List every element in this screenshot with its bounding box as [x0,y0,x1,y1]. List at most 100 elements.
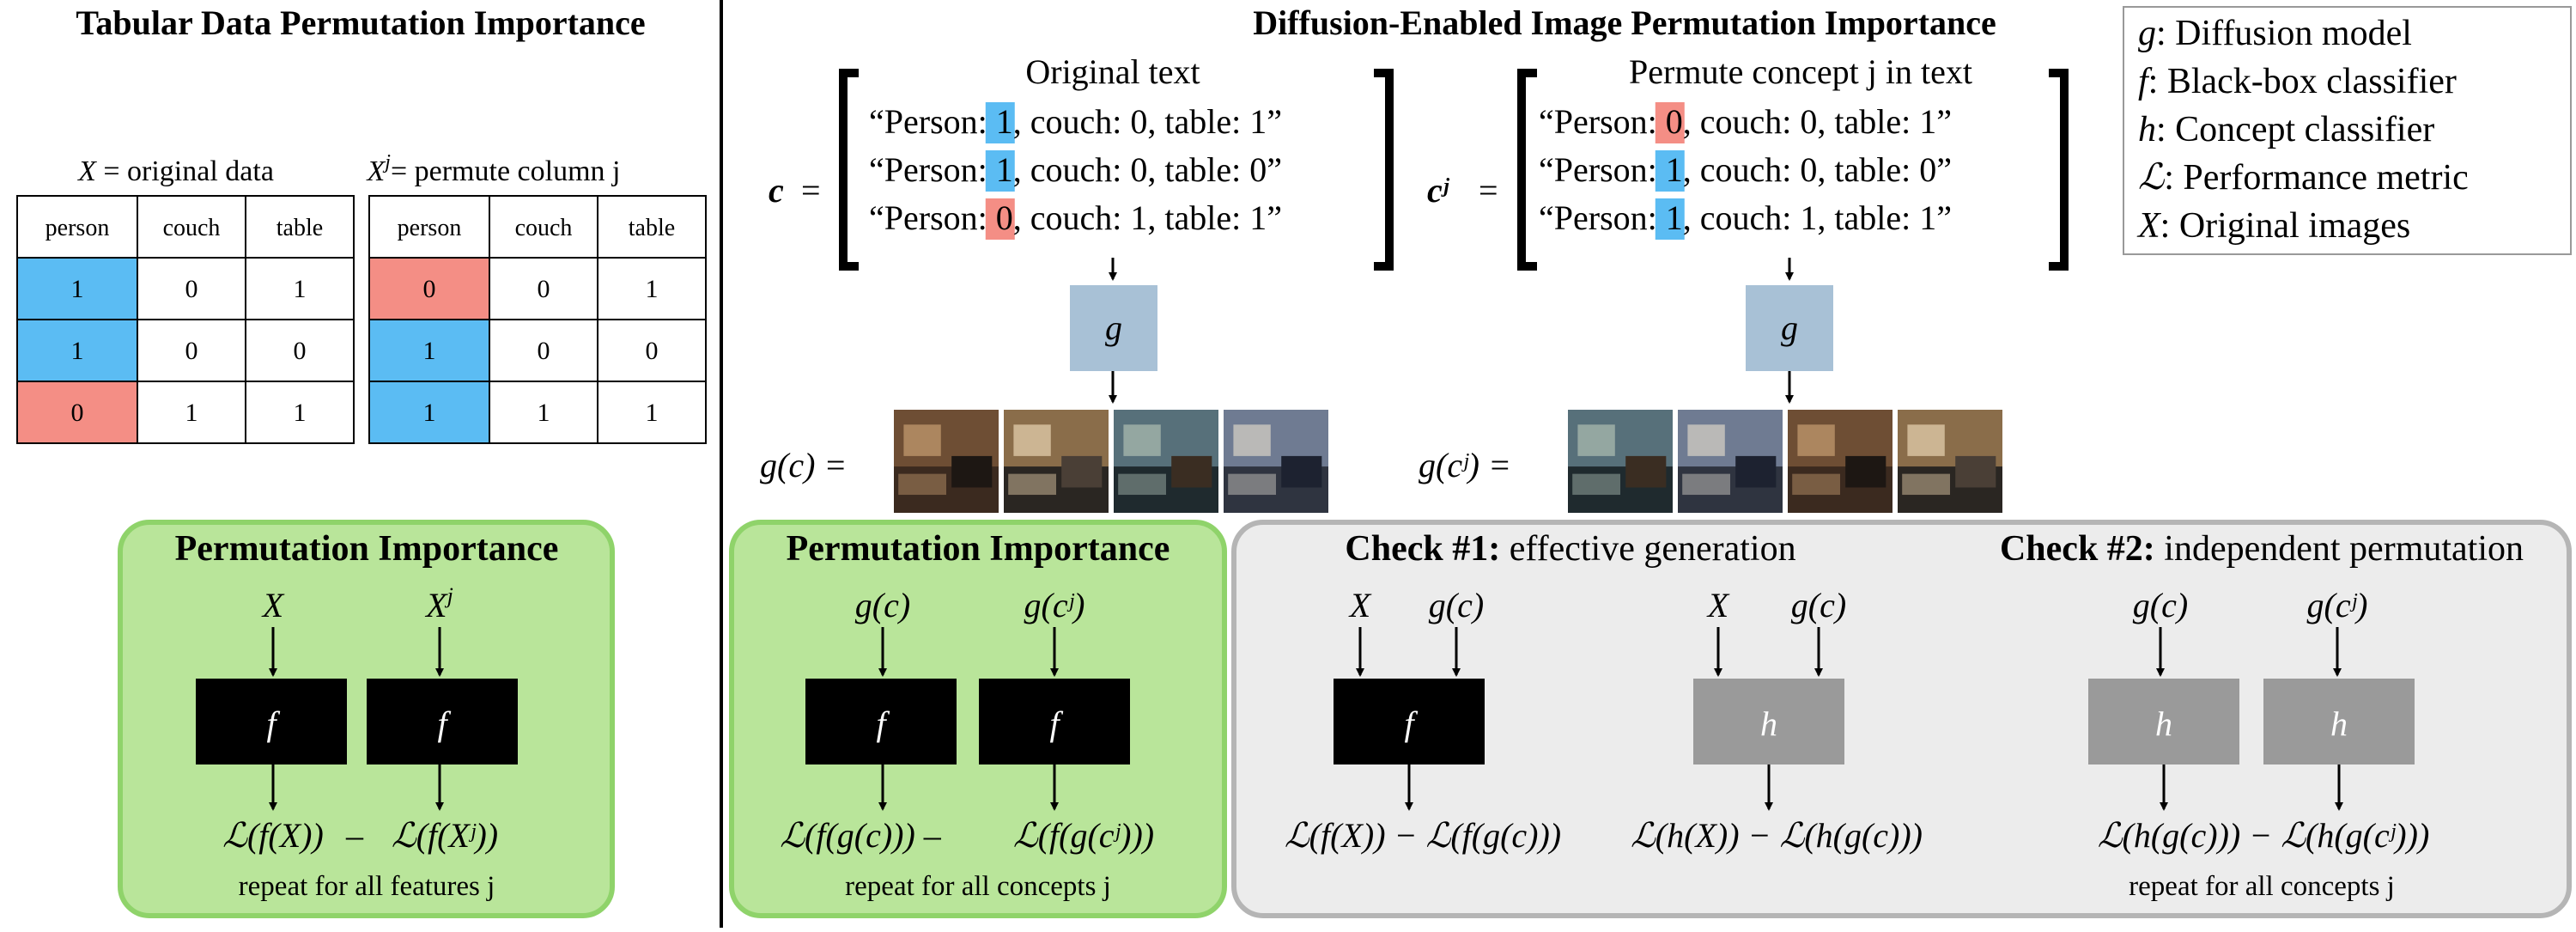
original-text-lines: “Person: 1, couch: 0, table: 1”“Person: … [869,102,1282,240]
original-generated-image [892,408,1000,515]
left-permutation-importance-box [118,520,615,918]
right-pi-title: Permutation Importance [787,529,1170,569]
left-pi-input-x: X [261,586,285,624]
diffusion-model-label-permuted: g [1781,308,1798,347]
right-pi-model-f-1 [805,679,957,764]
legend-text: : Black-box classifier [2148,62,2457,101]
quote-prefix: “Person: [1539,102,1666,141]
perm-header-person: person [398,215,462,241]
perm-header-table: table [629,215,675,241]
right-permutation-importance-box [729,520,1227,918]
legend-symbol: h [2138,110,2156,149]
legend-text: : Performance metric [2164,158,2469,198]
perm-cell-value: 0 [538,275,550,303]
quote-line: “Person: 1, couch: 0, table: 1” [869,102,1282,141]
permuted-generated-image [1896,408,2004,515]
perm-header-cell [597,195,707,259]
highlight-blue [1655,198,1685,240]
orig-header-person: person [46,215,110,241]
permuted-generated-image [1676,408,1784,515]
highlight-red [985,198,1015,240]
legend-item: f: Black-box classifier [2138,62,2457,101]
orig-cell-value: 1 [294,399,307,427]
check2-heading: Check #2: independent permutation [2000,529,2524,569]
right-pi-input-gc: g(c) [855,586,910,624]
original-text-heading: Original text [1025,52,1200,91]
highlight-red [1655,102,1685,143]
perm-header-couch: couch [515,215,573,241]
legend-text: : Original images [2160,206,2411,246]
check2-input-gc: g(c) [2133,586,2188,624]
quote-suffix: , couch: 0, table: 0” [1013,150,1282,189]
legend-symbol: X [2136,206,2162,246]
orig-cell [137,381,246,444]
orig-cell-value: 1 [185,399,198,427]
cj-right-bracket [2049,69,2069,271]
right-panel-title: Diffusion-Enabled Image Permutation Impo… [1253,3,1996,42]
perm-cell-value: 0 [646,337,659,365]
left-pi-minus: – [345,816,364,855]
quote-suffix: , couch: 1, table: 1” [1013,198,1282,237]
right-pi-model-f-2 [979,679,1130,764]
legend-item: g: Diffusion model [2138,14,2412,53]
check1b-loss: ℒ(h(X)) − ℒ(h(g(c))) [1631,816,1923,855]
permuted-table-label: Xj= permute column j [366,151,621,187]
original-generated-image [1112,408,1220,515]
quote-value: 1 [1666,150,1683,189]
cj-equals: = [1479,171,1498,210]
c-left-bracket [839,69,859,271]
original-table-label: X = original data [76,155,274,187]
perm-cell-value: 0 [538,337,550,365]
check1b-input-x: X [1706,586,1730,624]
c-right-bracket [1374,69,1394,271]
check2-model-label-1: h [2155,704,2172,743]
generated-images-permuted [1566,408,2004,515]
highlight-blue [985,102,1015,143]
quote-line: “Person: 1, couch: 0, table: 0” [1539,150,1952,189]
check1-heading: Check #1: effective generation [1345,529,1795,569]
check1b-model-h [1693,679,1844,764]
quote-line: “Person: 0, couch: 0, table: 1” [1539,102,1952,141]
check2-model-h-2 [2263,679,2415,764]
legend-item: h: Concept classifier [2138,110,2434,149]
perm-header-cell [368,195,490,259]
permuted-generated-image [1786,408,1894,515]
orig-cell [16,381,138,444]
orig-header-cell [137,195,246,259]
quote-suffix: , couch: 1, table: 1” [1683,198,1952,237]
quote-value: 1 [996,150,1013,189]
right-pi-input-gcj: g(cʲ) [1024,586,1085,624]
quote-prefix: “Person: [1539,198,1666,237]
left-pi-title: Permutation Importance [175,529,559,569]
perm-cell [368,319,490,382]
orig-header-table: table [276,215,323,241]
permuted-text-lines: “Person: 0, couch: 0, table: 1” “Person: … [1539,102,1952,240]
perm-cell-value: 1 [538,399,550,427]
c-equals: = [801,171,821,210]
perm-cell-value: 1 [423,337,436,365]
generated-images-original [892,408,1330,515]
orig-cell [245,257,355,320]
sanity-checks-box [1231,520,2572,918]
original-generated-image [1002,408,1110,515]
quote-suffix: , couch: 0, table: 0” [1683,150,1952,189]
orig-cell [245,381,355,444]
quote-suffix: , couch: 0, table: 1” [1013,102,1282,141]
highlight-blue [1655,150,1685,192]
legend-symbol: ℒ [2138,158,2165,198]
diffusion-model-box-permuted [1746,285,1833,371]
legend-item: ℒ: Performance metric [2138,158,2469,198]
check2-input-gcj: g(cʲ) [2307,586,2368,624]
legend-box [2123,6,2572,255]
c-vector-label: c [769,171,784,210]
orig-cell [245,319,355,382]
orig-header-couch: couch [163,215,221,241]
quote-prefix: “Person: [869,102,996,141]
quote-value: 0 [1666,102,1683,141]
check1a-loss: ℒ(f(X)) − ℒ(f(g(c))) [1285,816,1561,855]
diffusion-model-label-original: g [1105,308,1122,347]
permuted-text-heading: Permute concept j in text [1629,52,1972,91]
